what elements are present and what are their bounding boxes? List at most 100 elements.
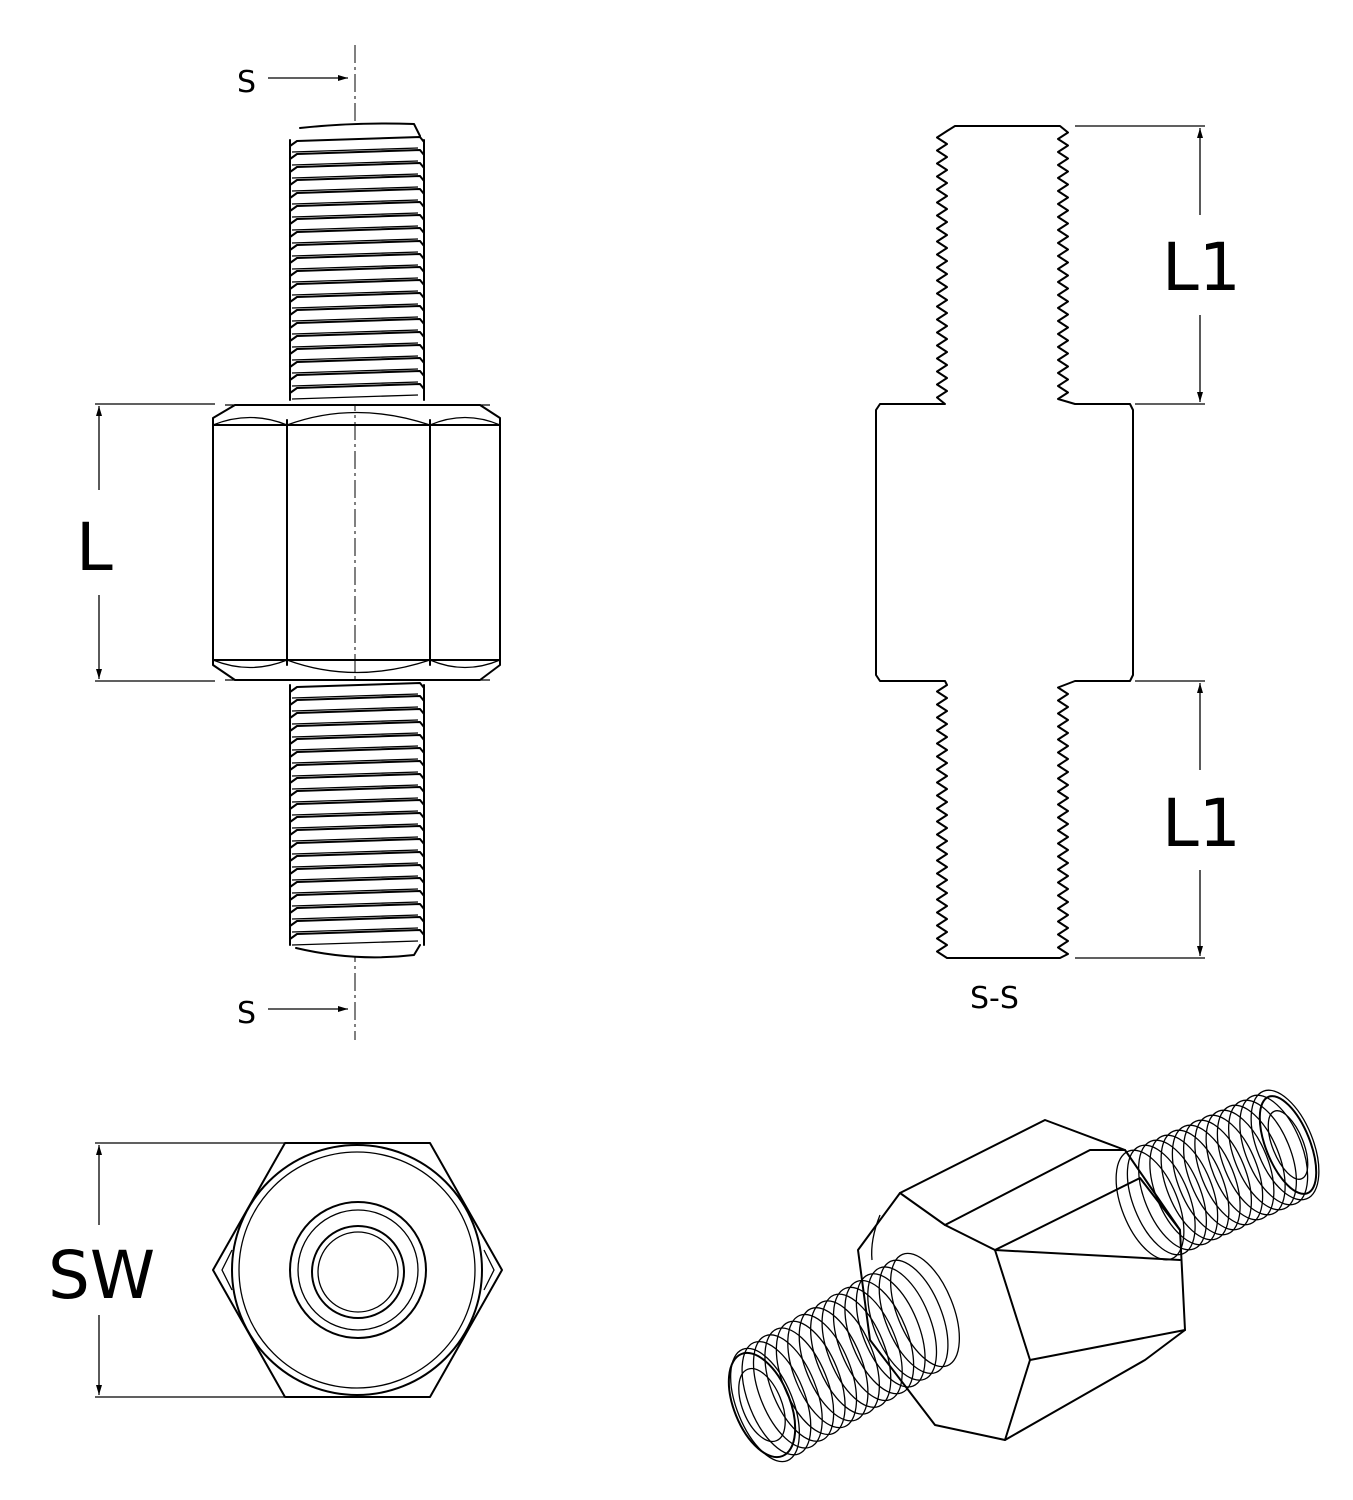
thread-root	[291, 212, 419, 218]
front-view: S S L	[76, 45, 501, 1040]
length-label: L	[76, 509, 113, 586]
thread-crest	[289, 890, 425, 901]
iso-thread-ring	[1250, 1089, 1320, 1201]
thread-crest	[289, 136, 425, 147]
thread-root	[291, 368, 419, 374]
iso-thread-ring	[855, 1273, 926, 1388]
thread-crest	[289, 812, 425, 823]
thread-root	[291, 862, 419, 868]
thread-root	[291, 342, 419, 348]
thread-root	[291, 784, 419, 790]
thread-crest	[289, 357, 425, 368]
thread-root	[291, 225, 419, 231]
thread-crest	[289, 318, 425, 329]
thread-root	[291, 888, 419, 894]
thread-crest	[289, 877, 425, 888]
iso-thread-ring	[1182, 1119, 1253, 1231]
thread-crest	[289, 331, 425, 342]
thread-crest	[289, 773, 425, 784]
thread-crest	[289, 682, 425, 693]
thread-root	[291, 797, 419, 803]
wrench-size-label: SW	[48, 1237, 155, 1314]
thread-root	[291, 238, 419, 244]
thread-root	[291, 875, 419, 881]
thread-root	[291, 160, 419, 166]
iso-thread-ring	[1160, 1129, 1230, 1241]
thread-crest	[289, 227, 425, 238]
thread-crest	[289, 305, 425, 316]
thread-crest	[289, 721, 425, 732]
thread-root	[291, 277, 419, 283]
iso-stud-end	[727, 1351, 797, 1459]
thread-crest	[289, 825, 425, 836]
thread-crest	[289, 344, 425, 355]
iso-thread-ring	[890, 1252, 960, 1368]
thread-root	[291, 771, 419, 777]
thread-crest	[289, 929, 425, 940]
thread-root	[291, 823, 419, 829]
iso-thread-ring	[798, 1307, 869, 1422]
thread-root	[291, 914, 419, 920]
thread-root	[291, 251, 419, 257]
thread-root	[291, 186, 419, 192]
thread-crest	[289, 851, 425, 862]
iso-stud-end	[1258, 1095, 1318, 1195]
iso-stud-chamfer	[738, 1367, 786, 1443]
thread-root	[291, 381, 419, 387]
thread-crest	[289, 708, 425, 719]
iso-thread-ring	[1216, 1104, 1286, 1216]
thread-root	[291, 199, 419, 205]
iso-thread-ring	[1194, 1114, 1264, 1226]
thread-crest	[289, 695, 425, 706]
thread-crest	[289, 799, 425, 810]
iso-thread-ring	[787, 1313, 858, 1429]
dimension-thread-bottom: L1	[1075, 680, 1241, 959]
iso-thread-ring	[1239, 1094, 1309, 1206]
iso-thread-right	[1115, 1089, 1320, 1261]
thread-crest	[289, 175, 425, 186]
thread-root	[291, 849, 419, 855]
thread-root	[291, 758, 419, 764]
thread-root	[291, 927, 419, 933]
thread-crest	[289, 253, 425, 264]
dimension-wrench-size: SW	[48, 1142, 290, 1398]
thread-root	[291, 732, 419, 738]
thread-root	[291, 901, 419, 907]
thread-crest	[289, 747, 425, 758]
top-thread	[289, 122, 425, 404]
section-label-bottom: S	[237, 996, 256, 1031]
iso-thread-ring	[1205, 1109, 1275, 1221]
iso-thread-ring	[752, 1334, 823, 1449]
iso-thread-ring	[1171, 1124, 1241, 1236]
iso-thread-ring	[832, 1286, 903, 1402]
thread-root	[291, 719, 419, 725]
thread-root	[291, 264, 419, 270]
thread-crest	[289, 201, 425, 212]
thread-root	[291, 355, 419, 361]
thread-crest	[289, 214, 425, 225]
thread-root	[291, 290, 419, 296]
iso-thread-ring	[1126, 1144, 1196, 1256]
iso-thread-ring	[1227, 1099, 1298, 1211]
dimension-length: L	[76, 403, 215, 682]
thread-crest	[289, 240, 425, 251]
thread-crest	[289, 149, 425, 160]
iso-thread-ring	[821, 1293, 892, 1408]
top-view: SW	[48, 1142, 503, 1398]
thread-root	[291, 173, 419, 179]
dimension-thread-top: L1	[1075, 125, 1241, 405]
section-view-label: S-S	[970, 981, 1019, 1016]
thread-crest	[289, 266, 425, 277]
thread-length-top-label: L1	[1162, 229, 1241, 306]
iso-stud-chamfer	[1267, 1110, 1309, 1180]
thread-crest	[289, 903, 425, 914]
thread-crest	[289, 279, 425, 290]
thread-crest	[289, 383, 425, 394]
iso-thread-ring	[764, 1327, 835, 1442]
thread-crest	[289, 370, 425, 381]
thread-root	[291, 810, 419, 816]
hex-body	[212, 404, 501, 681]
thread-root	[291, 316, 419, 322]
section-label-top: S	[237, 65, 256, 100]
thread-root	[291, 836, 419, 842]
